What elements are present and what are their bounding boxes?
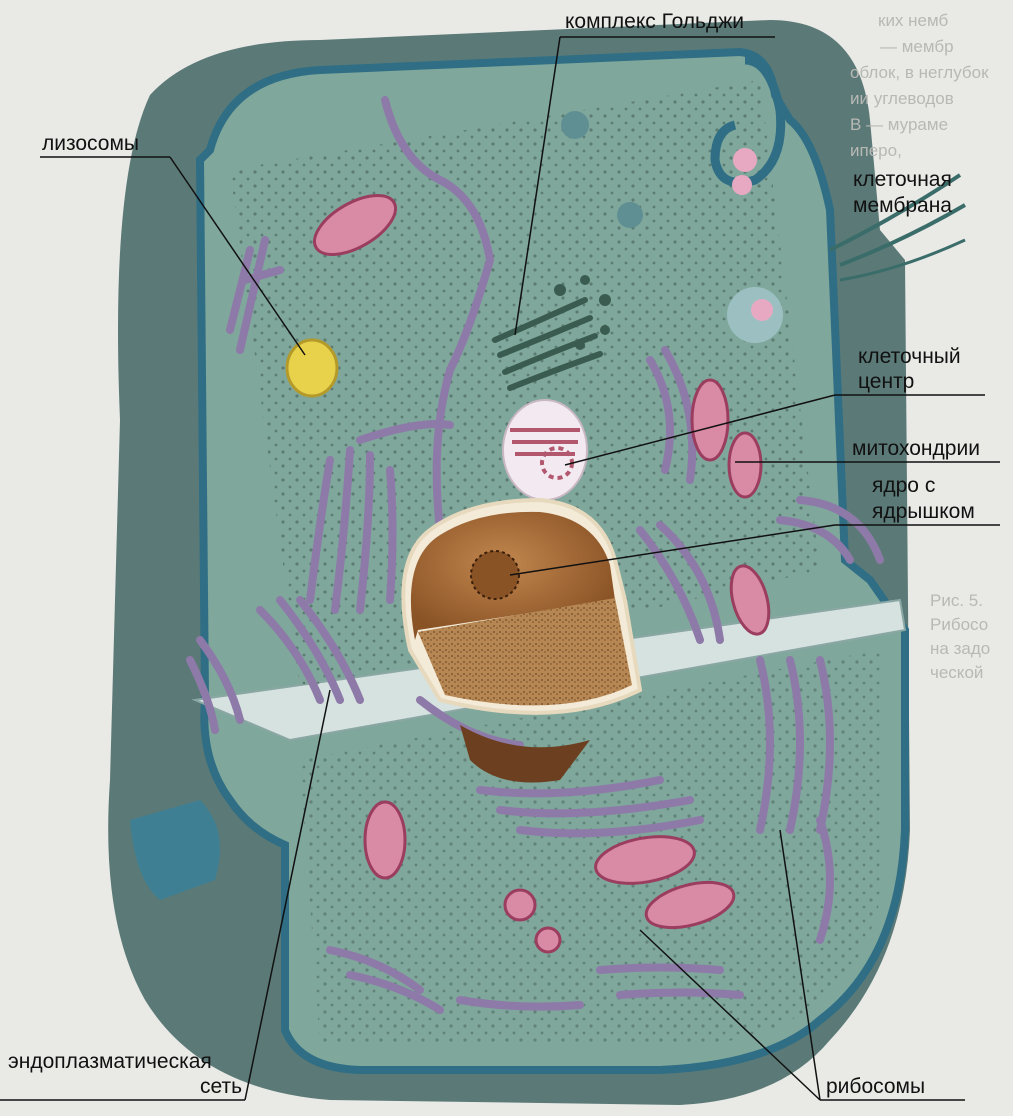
background-text-3: облок, в неглубок xyxy=(850,60,989,86)
label-ribosomes: рибосомы xyxy=(826,1075,925,1099)
background-text-8: Рибосо xyxy=(930,612,988,638)
label-centrosome-line2: центр xyxy=(858,370,914,394)
label-centrosome-line1: клеточный xyxy=(858,345,961,369)
label-membrane-line2: мембрана xyxy=(853,194,952,218)
background-text-5: В — мураме xyxy=(850,112,948,138)
label-nucleus-line2: ядрышком xyxy=(872,500,975,524)
centrosome xyxy=(503,400,587,500)
background-text-1: ких немб xyxy=(878,8,948,34)
vesicle xyxy=(561,111,589,139)
background-text-6: иперо, xyxy=(850,138,902,164)
background-text-4: ии углеводов xyxy=(850,86,954,112)
background-text-9: на задо xyxy=(930,636,990,662)
lysosome xyxy=(287,340,337,396)
label-membrane-line1: клеточная xyxy=(853,168,952,192)
label-lysosomes: лизосомы xyxy=(42,132,139,156)
label-mitochondria: митохондрии xyxy=(852,437,980,461)
label-golgi: комплекс Гольджи xyxy=(565,10,744,34)
background-text-10: ческой xyxy=(930,660,983,686)
label-er-line2: сеть xyxy=(200,1075,242,1099)
background-text-2: — мембр xyxy=(880,34,954,60)
label-nucleus-line1: ядро с xyxy=(872,474,935,498)
background-text-7: Рис. 5. xyxy=(930,588,983,614)
label-er-line1: эндоплазматическая xyxy=(8,1050,212,1074)
